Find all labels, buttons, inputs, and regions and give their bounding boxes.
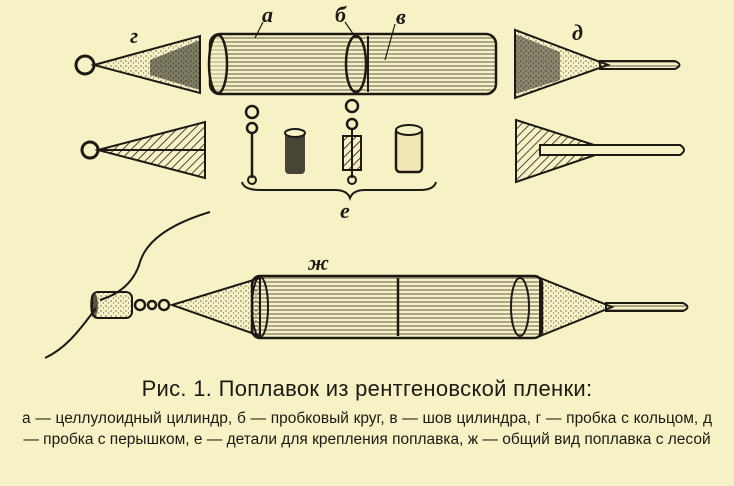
cork-disc bbox=[344, 34, 368, 94]
caption-legend: а — целлулоидный цилиндр, б — пробковый … bbox=[22, 410, 712, 448]
float-diagram: г а б в д е bbox=[44, 2, 689, 359]
label-e: е bbox=[340, 198, 350, 223]
label-zh: ж bbox=[307, 250, 329, 275]
label-d: д bbox=[572, 20, 583, 45]
label-a: а bbox=[262, 2, 273, 27]
figure-caption: Рис. 1. Поплавок из рентгеновской пленки… bbox=[0, 372, 734, 450]
celluloid-cylinder bbox=[207, 21, 498, 96]
label-g: г bbox=[130, 23, 138, 48]
cork-with-ring bbox=[74, 34, 201, 95]
cork-with-ring-section bbox=[80, 120, 206, 180]
mounting-parts bbox=[241, 98, 437, 201]
cork-with-feather bbox=[514, 28, 681, 100]
assembled-float bbox=[44, 211, 689, 359]
label-b: б bbox=[335, 2, 347, 27]
cork-with-feather-section bbox=[515, 118, 685, 184]
caption-title: Рис. 1. Поплавок из рентгеновской пленки… bbox=[141, 376, 593, 401]
label-v: в bbox=[396, 4, 406, 29]
